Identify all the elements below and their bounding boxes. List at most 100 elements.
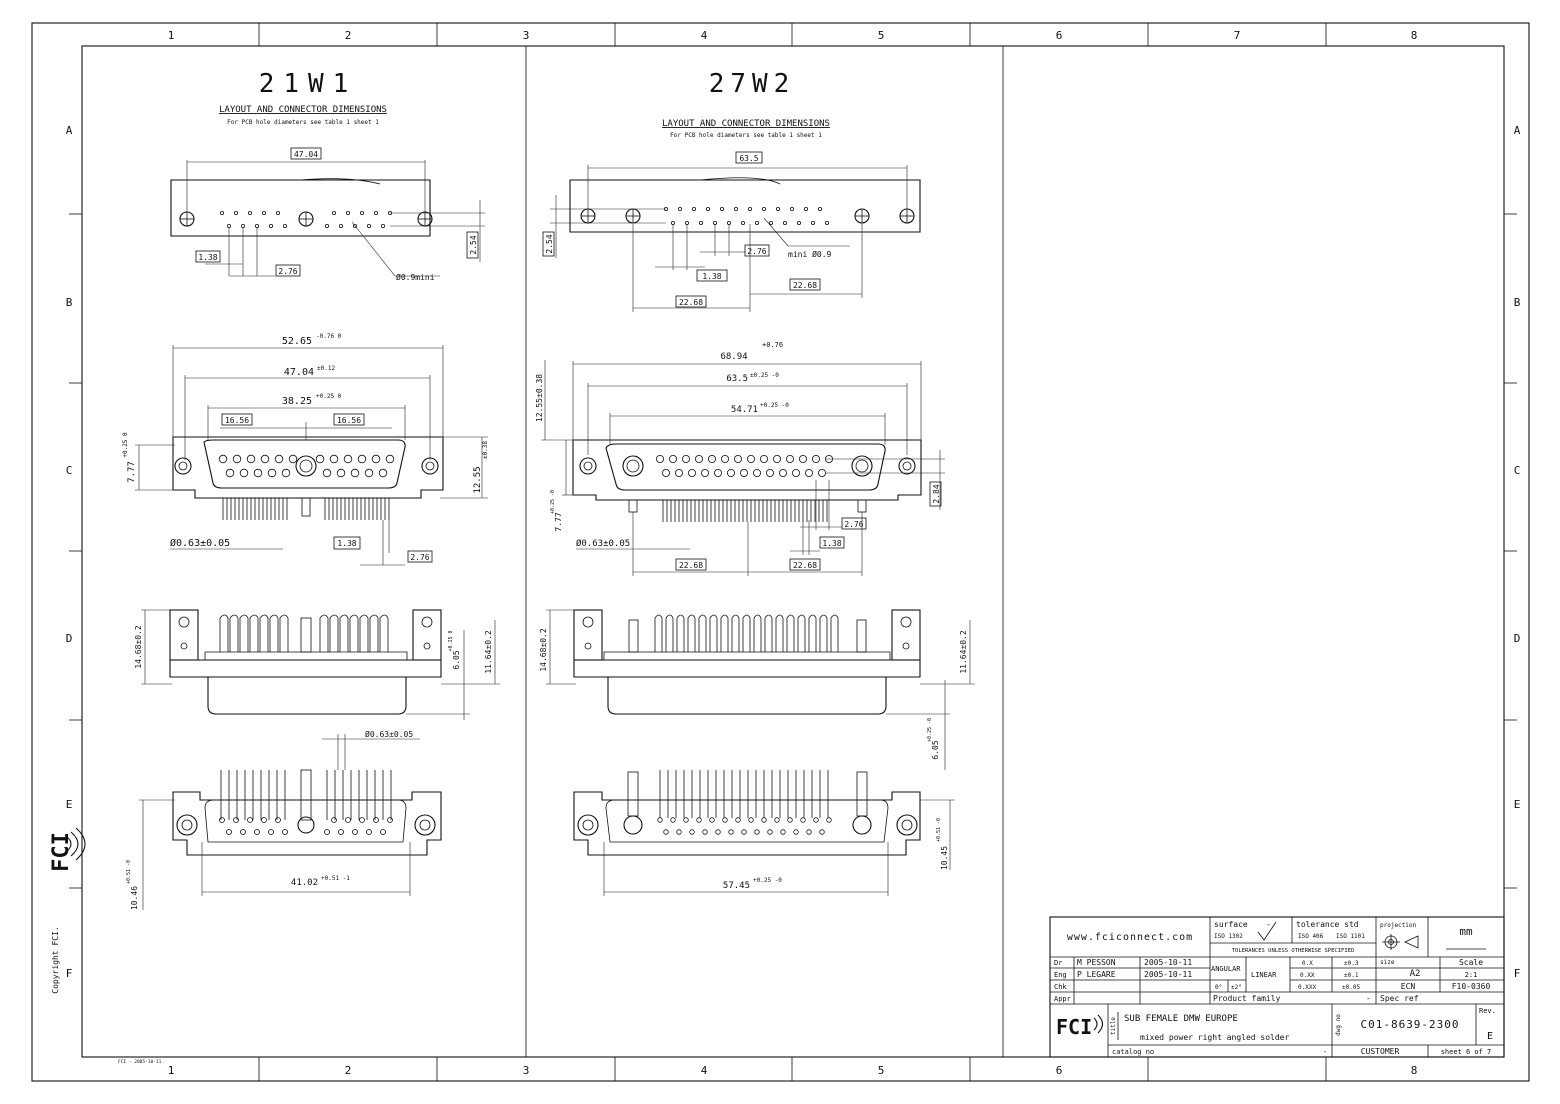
side-view-27w2: 14.68±0.2 11.64±0.2 6.05 +0.25 -0 <box>539 609 975 770</box>
dim-27w2-pin-dia: Ø0.63±0.05 <box>576 538 630 549</box>
tb-scale: 2:1 <box>1465 971 1478 979</box>
tb-tolerance-label: tolerance std <box>1296 920 1359 929</box>
dim-27w2-overall: 68.94 <box>720 352 747 362</box>
col-label-3-bottom: 3 <box>523 1064 530 1077</box>
tb-fci-logo: FCI <box>1056 1014 1104 1039</box>
dim-21w1-pitch-a: 1.38 <box>198 253 217 262</box>
col-label-8: 8 <box>1411 29 1418 42</box>
dim-27w2-side-d-tol: +0.25 -0 <box>927 718 933 742</box>
tb-lin-x: 0.X <box>1302 960 1313 967</box>
tb-dr-name: M PESSON <box>1077 958 1116 967</box>
dim-27w2-span-l2: 22.68 <box>679 561 703 570</box>
dim-27w2-overall-tol: +0.76 <box>762 341 783 349</box>
dim-27w2-span-l: 22.68 <box>679 298 703 307</box>
tb-dr-date: 2005-10-11 <box>1144 958 1192 967</box>
col-label-2-bottom: 2 <box>345 1064 352 1077</box>
row-label-c-right: C <box>1514 464 1521 477</box>
tb-size: A2 <box>1410 969 1421 979</box>
bottom-view-27w2: 57.45 +0.25 -0 10.45 +0.51 -0 <box>573 770 955 896</box>
dim-27w2-pitch-a: 1.38 <box>702 272 721 281</box>
tb-angular: ANGULAR <box>1211 965 1241 973</box>
row-label-e-right: E <box>1514 798 1521 811</box>
tb-lin-xxx-tol: ±0.05 <box>1342 984 1360 991</box>
tb-appr-label: Appr <box>1054 995 1071 1003</box>
svg-text:FCI: FCI <box>49 832 74 872</box>
dim-21w1-pitch-d: 2.76 <box>410 553 429 562</box>
dim-21w1-bottom-w-tol: +0.51 -1 <box>321 875 350 882</box>
dim-27w2-pitch-b: 2.76 <box>747 247 766 256</box>
row-label-c: C <box>66 464 73 477</box>
col-label-3: 3 <box>523 29 530 42</box>
side-fci-logo: FCI <box>49 827 86 872</box>
view-21w1-title: 21W1 <box>259 69 358 99</box>
row-label-f-right: F <box>1514 967 1521 980</box>
dim-27w2-hole: mini Ø0.9 <box>788 249 832 259</box>
sheet-frame <box>31 22 1530 1082</box>
tb-title-label: title <box>1110 1017 1117 1035</box>
tb-title-line2: mixed power right angled solder <box>1140 1033 1289 1042</box>
tb-tol-std-a: ISO 406 <box>1298 933 1324 940</box>
tb-website: www.fciconnect.com <box>1067 932 1193 943</box>
row-label-a-right: A <box>1514 124 1521 137</box>
bottom-view-21w1: Ø0.63±0.05 41.02 +0.51 -1 <box>126 729 442 910</box>
tb-rev: E <box>1487 1031 1493 1042</box>
col-label-2: 2 <box>345 29 352 42</box>
tb-eng-label: Eng <box>1054 971 1067 979</box>
dim-27w2-row-h: 2.84 <box>932 484 941 503</box>
dim-21w1-shell: 38.25 <box>282 396 312 407</box>
view-21w1-note: For PCB hole diameters see table 1 sheet… <box>227 119 379 126</box>
pcb-layout-21w1: 47.04 1.38 2.76 2.54 Ø0.9mini <box>170 147 485 282</box>
dim-27w2-pitch-d: 1.38 <box>822 539 841 548</box>
dim-21w1-side-e: 11.64±0.2 <box>484 630 493 674</box>
dim-21w1-row-offset: 2.54 <box>469 235 478 254</box>
svg-text:FCI: FCI <box>1056 1015 1092 1039</box>
tb-customer: CUSTOMER <box>1361 1047 1400 1056</box>
dim-21w1-bottom-w: 41.02 <box>291 878 318 888</box>
projection-symbol-icon <box>1382 934 1419 950</box>
col-label-6-bottom: 6 <box>1056 1064 1063 1077</box>
dim-21w1-shell-tol: +0.25 0 <box>316 393 342 400</box>
tb-product-family: Product family <box>1213 994 1281 1003</box>
dim-21w1-side-d: 6.05 <box>452 650 461 669</box>
tb-surface-std: ISO 1302 <box>1214 933 1243 940</box>
dim-21w1-flange-tol: ±0.12 <box>317 365 335 372</box>
dim-21w1-depth-tol: ±0.38 <box>482 441 489 459</box>
dim-27w2-side-d: 6.05 <box>931 740 940 759</box>
view-27w2-title: 27W2 <box>709 69 796 99</box>
dim-27w2-side-h: 14.68±0.2 <box>539 628 548 672</box>
dim-21w1-overall: 52.65 <box>282 336 312 347</box>
dim-27w2-pitch-c: 2.76 <box>844 520 863 529</box>
tb-chk-label: Chk <box>1054 983 1067 991</box>
surface-check-icon <box>1257 921 1277 941</box>
view-21w1: 21W1 LAYOUT AND CONNECTOR DIMENSIONS For… <box>122 69 500 910</box>
dim-21w1-height: 7.77 <box>127 461 137 483</box>
tb-ecn-label: ECN <box>1401 982 1416 991</box>
tb-dwg-no: C01-8639-2300 <box>1360 1018 1459 1031</box>
tb-lin-xx-tol: ±0.1 <box>1344 972 1359 979</box>
col-label-4-bottom: 4 <box>701 1064 708 1077</box>
side-view-21w1: 14.68±0.2 6.05 +0.25 0 11.64±0.2 <box>134 609 500 720</box>
row-label-d-right: D <box>1514 632 1521 645</box>
tb-lin-x-tol: ±0.3 <box>1344 960 1359 967</box>
col-label-5-bottom: 5 <box>878 1064 885 1077</box>
view-27w2-subtitle: LAYOUT AND CONNECTOR DIMENSIONS <box>662 119 830 129</box>
dim-21w1-bottom-h-tol: +0.51 -0 <box>126 860 132 884</box>
col-label-8-bottom: 8 <box>1411 1064 1418 1077</box>
tb-eng-name: P LEGARE <box>1077 970 1116 979</box>
title-block: www.fciconnect.com surface - ISO 1302 to… <box>1049 916 1505 1058</box>
dim-27w2-height: 7.77 <box>554 512 563 531</box>
col-label-1-bottom: 1 <box>168 1064 175 1077</box>
dim-27w2-bottom-h-tol: +0.51 -0 <box>936 818 942 842</box>
tb-projection-label: projection <box>1380 922 1417 929</box>
pcb-layout-27w2: 63.5 2.54 2.76 mini Ø0.9 1.38 <box>542 151 921 312</box>
tb-spec-ref: Spec ref <box>1380 994 1419 1003</box>
row-label-e: E <box>66 798 73 811</box>
tb-catalog-dash: - <box>1323 1048 1327 1056</box>
view-27w2: 27W2 LAYOUT AND CONNECTOR DIMENSIONS For… <box>535 69 975 896</box>
dim-27w2-bottom-h: 10.45 <box>940 846 949 870</box>
dim-21w1-flange: 47.04 <box>284 367 314 378</box>
tb-dwg-label: dwg no <box>1335 1014 1342 1036</box>
dim-27w2-height-tol: +0.25 -0 <box>550 490 556 514</box>
tb-angular-tol-b: ±2° <box>1231 984 1242 991</box>
